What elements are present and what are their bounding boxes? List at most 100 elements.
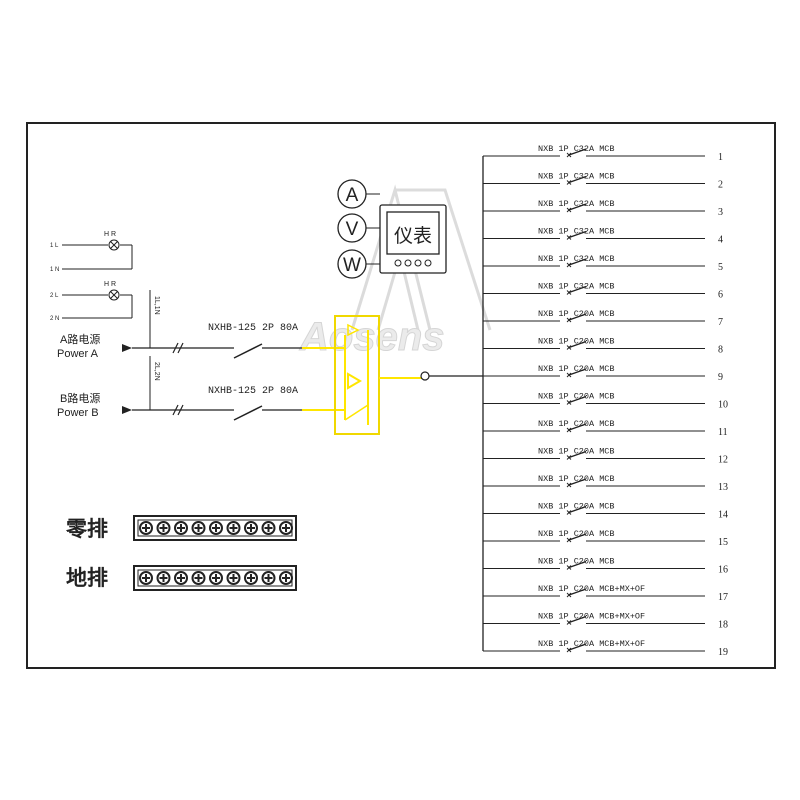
indicator-lamp-1: H R 1 L 1 N [50, 231, 133, 273]
terminal-screw-icon [209, 521, 223, 535]
transfer-switch [334, 315, 483, 435]
power-b-label-cn: B路电源 [60, 391, 100, 405]
output-circuit-8: NXB 1P C20A MCB 8 [483, 337, 723, 356]
breaker-a-label: NXHB-125 2P 80A [208, 323, 298, 334]
lamp-label: H R [104, 281, 116, 288]
watermark: Aosens [299, 184, 492, 360]
circuit-number: 19 [718, 647, 728, 658]
breaker-contact-icon [568, 258, 587, 266]
ground-bar-label: 地排 [66, 566, 108, 590]
neutral-bar-label: 零排 [65, 517, 108, 541]
breaker-label: NXB 1P C20A MCB [538, 474, 615, 484]
breaker-label: NXB 1P C20A MCB [538, 419, 615, 429]
output-circuit-2: NXB 1P C32A MCB 2 [483, 172, 723, 191]
breaker-cross-icon [566, 482, 572, 488]
breaker-label: NXB 1P C20A MCB [538, 364, 615, 374]
breaker-label: NXB 1P C32A MCB [538, 144, 615, 154]
circuit-number: 5 [718, 262, 723, 273]
circuit-number: 8 [718, 345, 723, 356]
breaker-contact-icon [568, 340, 587, 349]
power-b-wire-label: 2L,2N [153, 362, 160, 381]
breaker-label: NXB 1P C20A MCB [538, 392, 615, 402]
neutral-bar-terminals [139, 521, 293, 535]
meter-group: A V W 仪表 [337, 179, 447, 279]
output-circuit-6: NXB 1P C32A MCB 6 [483, 282, 723, 301]
instrument-label: 仪表 [394, 225, 432, 247]
breaker-label: NXB 1P C20A MCB [538, 502, 615, 512]
breaker-contact-icon [568, 368, 587, 376]
breaker-contact-icon [568, 148, 587, 156]
circuit-number: 2 [718, 180, 723, 191]
lamp-neutral-label: 1 N [50, 267, 59, 273]
breaker-cross-icon [566, 317, 572, 323]
breaker-label: NXB 1P C32A MCB [538, 282, 615, 292]
breaker-label: NXB 1P C20A MCB [538, 309, 615, 319]
indicator-lamp-2: H R 2 L 2 N [50, 281, 133, 322]
circuit-number: 12 [718, 455, 728, 466]
terminal-screw-icon [226, 571, 241, 585]
breaker-label: NXB 1P C20A MCB [538, 447, 615, 457]
circuit-number: 14 [718, 510, 728, 521]
breaker-label: NXB 1P C20A MCB [538, 337, 615, 347]
breaker-cross-icon [566, 207, 572, 213]
terminal-screw-icon [174, 521, 188, 535]
terminal-screw-icon [156, 571, 171, 585]
circuit-number: 17 [718, 592, 728, 603]
breaker-cross-icon [566, 537, 572, 543]
breaker-cross-icon [566, 400, 572, 405]
breaker-cross-icon [566, 620, 572, 625]
breaker-contact-icon [568, 615, 587, 624]
terminal-screw-icon [139, 521, 153, 535]
output-circuit-12: NXB 1P C20A MCB 12 [483, 447, 728, 466]
ground-bar: 地排 [66, 565, 297, 591]
breaker-label: NXB 1P C20A MCB [538, 557, 615, 567]
terminal-screw-icon [244, 521, 258, 535]
breaker-cross-icon [566, 262, 572, 268]
breaker-cross-icon [566, 427, 572, 433]
power-b-label-en: Power B [57, 407, 99, 419]
breaker-cross-icon [566, 372, 572, 378]
ammeter-label: A [346, 185, 359, 206]
terminal-screw-icon [174, 571, 188, 585]
breaker-label: NXB 1P C20A MCB+MX+OF [538, 584, 645, 594]
power-a-label-cn: A路电源 [60, 332, 100, 346]
terminal-screw-icon [139, 571, 153, 585]
circuit-number: 15 [718, 537, 728, 548]
circuit-number: 16 [718, 565, 728, 576]
circuit-number: 3 [718, 207, 723, 218]
breaker-b-label: NXHB-125 2P 80A [208, 386, 298, 397]
breaker-contact-icon [568, 533, 587, 541]
breaker-contact-icon [568, 203, 587, 211]
breaker-label: NXB 1P C32A MCB [538, 172, 615, 182]
output-junction-icon [420, 371, 430, 381]
circuit-number: 10 [718, 400, 728, 411]
breaker-cross-icon [566, 180, 572, 185]
output-circuit-17: NXB 1P C20A MCB+MX+OF 17 [483, 584, 728, 603]
terminal-screw-icon [261, 571, 276, 585]
breaker-cross-icon [566, 152, 572, 158]
terminal-screw-icon [244, 571, 258, 585]
breaker-contact-icon [568, 505, 587, 514]
output-circuit-10: NXB 1P C20A MCB 10 [483, 392, 728, 411]
ground-bar-terminals [139, 571, 293, 585]
circuit-number: 6 [718, 290, 723, 301]
terminal-screw-icon [279, 521, 293, 535]
terminal-screw-icon [191, 571, 206, 585]
neutral-bar: 零排 [65, 515, 297, 541]
watermark-text: Aosens [299, 315, 445, 359]
power-a-circuit: A路电源 Power A 1L,1N NXHB-125 2P 80A [57, 290, 345, 360]
breaker-contact-icon [568, 450, 587, 459]
breaker-cross-icon [566, 565, 572, 570]
breaker-cross-icon [566, 235, 572, 240]
terminal-screw-icon [156, 521, 171, 535]
terminal-screw-icon [226, 521, 241, 535]
breaker-contact-icon [568, 643, 587, 651]
breaker-cross-icon [566, 290, 572, 295]
